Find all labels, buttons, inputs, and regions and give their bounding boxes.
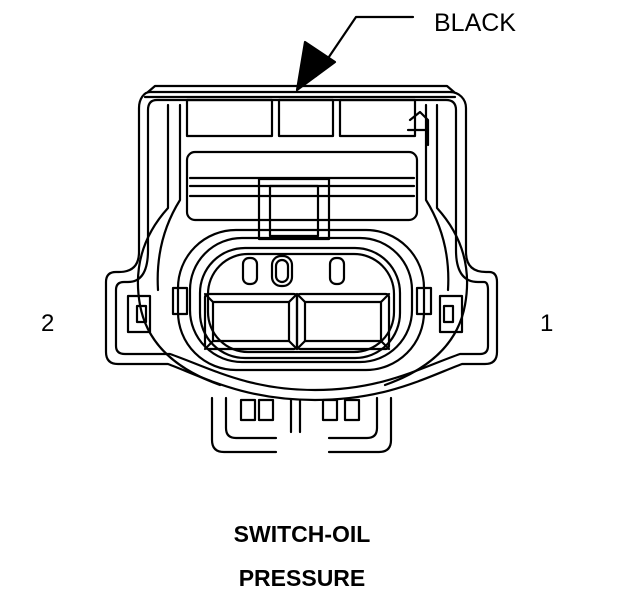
terminal-pin-1 [297,294,389,349]
pin-label-1: 1 [540,310,554,337]
leader-arrow [295,17,413,92]
pin-label-2: 2 [41,310,55,337]
side-slot-right [440,296,462,332]
diagram-title-line-1: SWITCH-OIL [233,521,371,547]
side-slot-left [128,296,150,332]
lock-tab [187,100,428,239]
bottom-posts [212,398,391,452]
diagram-title-line-2: PRESSURE [238,565,366,591]
terminal-pin-2 [205,294,297,349]
wire-color-label: BLACK [434,9,516,37]
terminal-cavity [173,230,431,370]
